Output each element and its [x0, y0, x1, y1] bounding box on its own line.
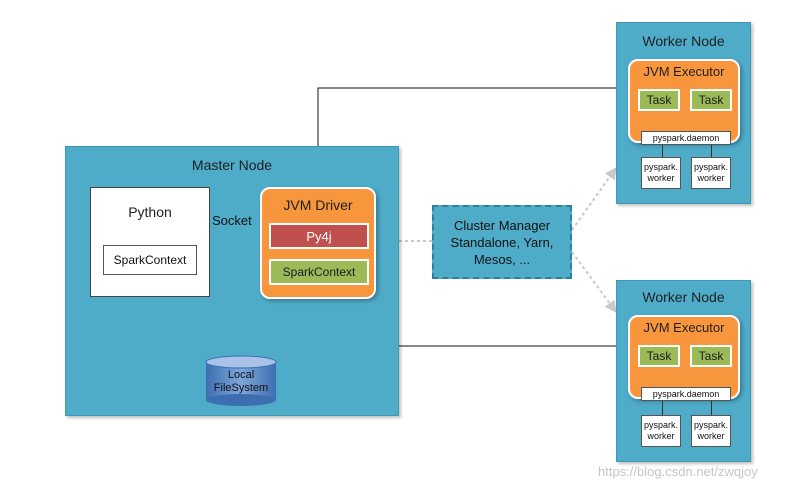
- pyspark-worker-line2: worker: [697, 173, 725, 183]
- filesystem-label-line1: Local: [227, 369, 255, 381]
- python-spark-context: SparkContext: [103, 245, 197, 275]
- task-box: Task: [638, 345, 680, 367]
- cluster-manager-line2: Standalone, Yarn,: [450, 234, 554, 250]
- pyspark-daemon: pyspark.daemon: [641, 131, 731, 145]
- pyspark-worker-line1: pyspark.: [643, 162, 678, 172]
- pyspark-worker: pyspark. worker: [641, 157, 681, 189]
- worker-node-top: Worker Node JVM Executor Task Task pyspa…: [616, 22, 751, 204]
- local-filesystem: Local FileSystem: [205, 355, 277, 407]
- pyspark-worker-line1: pyspark.: [643, 420, 678, 430]
- worker-node-title: Worker Node: [642, 289, 725, 305]
- python-spark-context-label: SparkContext: [113, 253, 187, 267]
- pyspark-worker-line2: worker: [647, 431, 675, 441]
- pyspark-worker-line1: pyspark.: [693, 420, 728, 430]
- cluster-manager-to-worker-bottom-line: [571, 251, 617, 313]
- cluster-manager-line3: Mesos, ...: [473, 251, 531, 267]
- master-node-title: Master Node: [191, 157, 273, 173]
- task-box: Task: [690, 345, 732, 367]
- python-title: Python: [128, 204, 172, 220]
- driver-spark-context-label: SparkContext: [282, 265, 356, 279]
- py4j-label: Py4j: [306, 228, 332, 244]
- pyspark-daemon-label: pyspark.daemon: [652, 132, 720, 143]
- pyspark-worker-line2: worker: [647, 173, 675, 183]
- watermark: https://blog.csdn.net/zwqjoy: [598, 464, 758, 479]
- jvm-driver-title: JVM Driver: [283, 197, 353, 213]
- jvm-executor: JVM Executor Task Task: [628, 315, 740, 399]
- jvm-driver: JVM Driver Py4j SparkContext: [260, 187, 376, 299]
- task-box: Task: [638, 89, 680, 111]
- database-icon: [205, 355, 277, 406]
- cluster-manager: Cluster Manager Standalone, Yarn, Mesos,…: [432, 205, 572, 279]
- pyspark-worker: pyspark. worker: [691, 415, 731, 447]
- pyspark-worker-line1: pyspark.: [693, 162, 728, 172]
- pyspark-daemon-label: pyspark.daemon: [652, 388, 720, 399]
- filesystem-label-line2: FileSystem: [213, 382, 269, 394]
- cluster-manager-line1: Cluster Manager: [453, 217, 551, 233]
- worker-node-bottom: Worker Node JVM Executor Task Task pyspa…: [616, 280, 751, 462]
- pyspark-worker: pyspark. worker: [641, 415, 681, 447]
- task-label: Task: [698, 349, 724, 363]
- task-label: Task: [646, 349, 672, 363]
- pyspark-worker: pyspark. worker: [691, 157, 731, 189]
- socket-label: Socket: [212, 213, 252, 228]
- worker-node-title: Worker Node: [642, 33, 725, 49]
- cluster-manager-to-worker-top-line: [571, 167, 617, 231]
- pyspark-worker-line2: worker: [697, 431, 725, 441]
- task-box: Task: [690, 89, 732, 111]
- driver-spark-context: SparkContext: [269, 259, 369, 285]
- py4j-box: Py4j: [269, 223, 369, 249]
- task-label: Task: [698, 93, 724, 107]
- jvm-executor-title: JVM Executor: [643, 320, 725, 335]
- task-label: Task: [646, 93, 672, 107]
- pyspark-daemon: pyspark.daemon: [641, 387, 731, 401]
- python-box: Python SparkContext: [90, 187, 210, 297]
- jvm-executor: JVM Executor Task Task: [628, 59, 740, 143]
- jvm-executor-title: JVM Executor: [643, 64, 725, 79]
